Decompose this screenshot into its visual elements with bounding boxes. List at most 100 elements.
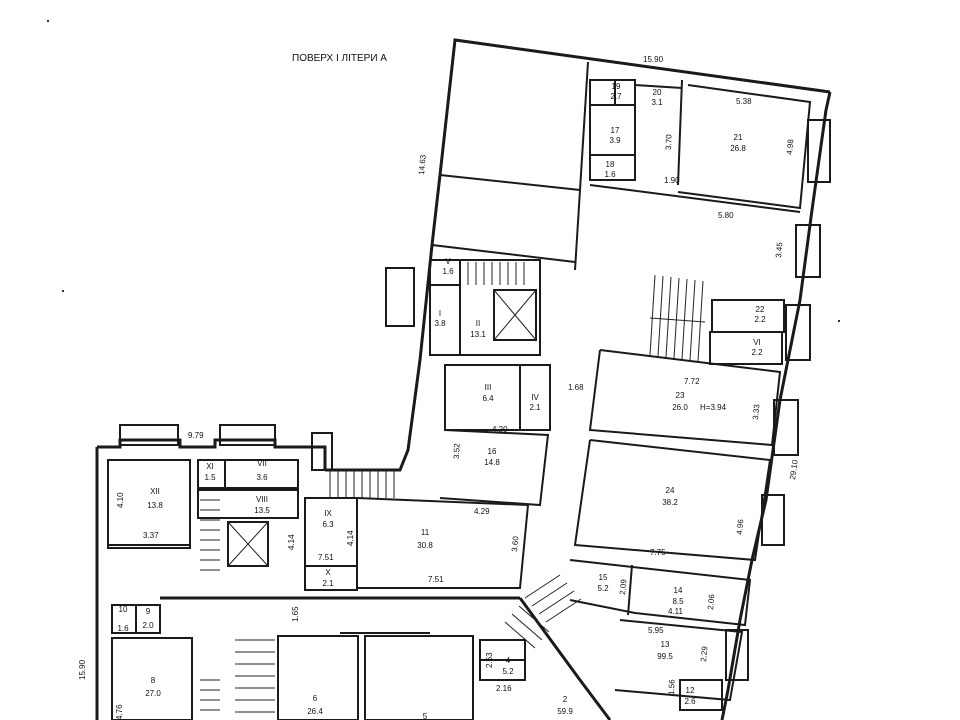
room-IX-number: IX <box>324 509 332 518</box>
dim-414-b: 4.14 <box>346 530 355 546</box>
room-12-area: 2.6 <box>684 697 696 706</box>
room-21-number: 21 <box>734 133 743 142</box>
window-bays <box>119 119 831 681</box>
room-VIII-number: VIII <box>256 495 268 504</box>
room-14-number: 14 <box>674 586 683 595</box>
dim-total-east: 29.10 <box>788 459 800 481</box>
dim-337: 3.37 <box>143 531 159 540</box>
room-8-number: 8 <box>151 676 156 685</box>
room-11-number: 11 <box>421 528 430 537</box>
room-8-area: 27.0 <box>145 689 161 698</box>
room-14-area: 8.5 <box>672 597 684 606</box>
room-15-number: 15 <box>599 573 608 582</box>
dim-751-a: 7.51 <box>318 553 334 562</box>
dim-165: 1.65 <box>291 606 300 622</box>
room-IV-area: 2.1 <box>529 403 541 412</box>
room-XII-number: XII <box>150 487 160 496</box>
dim-229: 2.29 <box>699 645 709 662</box>
room-I-number: I <box>439 309 441 318</box>
room-24-area: 38.2 <box>662 498 678 507</box>
room-19-number: 19 <box>612 82 621 91</box>
room-VII-number: VII <box>257 459 267 468</box>
room-13-area: 99.5 <box>657 652 673 661</box>
room-4-area: 5.2 <box>502 667 514 676</box>
room-9-number: 9 <box>146 607 151 616</box>
room-IV-number: IV <box>531 393 539 402</box>
room-I-area: 3.8 <box>434 319 446 328</box>
room-9-area: 2.0 <box>142 621 154 630</box>
interior-walls <box>107 61 812 720</box>
room-VIII-area: 13.5 <box>254 506 270 515</box>
room-15-area: 5.2 <box>597 584 609 593</box>
dim-left-wing: 14.63 <box>417 154 428 175</box>
room-20-number: 20 <box>653 88 662 97</box>
room-17-area: 3.9 <box>609 136 621 145</box>
room-XI-number: XI <box>206 462 214 471</box>
plan-title: ПОВЕРХ I ЛІТЕРИ А <box>292 53 387 64</box>
dim-209: 2.09 <box>618 578 628 595</box>
dim-263: 2.63 <box>485 652 494 668</box>
room-2-area: 59.9 <box>557 707 573 716</box>
dim-top-length: 15.90 <box>643 55 664 64</box>
stray-mark <box>838 320 840 322</box>
dim-410: 4.10 <box>116 492 125 508</box>
room-II-area: 13.1 <box>470 330 486 339</box>
room-21-area: 26.8 <box>730 144 746 153</box>
dim-411: 4.11 <box>668 607 684 616</box>
dim-429: 4.29 <box>474 507 490 516</box>
dim-360: 3.60 <box>510 535 520 552</box>
dim-206: 2.06 <box>706 593 716 610</box>
dim-190: 1.90 <box>664 176 680 185</box>
room-IX-area: 6.3 <box>322 520 334 529</box>
dim-345: 3.45 <box>774 241 784 258</box>
room-6-area: 26.4 <box>307 707 323 716</box>
room-2-number: 2 <box>563 695 568 704</box>
room-18-number: 18 <box>606 160 615 169</box>
room-VI-area: 2.2 <box>751 348 763 357</box>
room-V-area: 1.6 <box>442 267 454 276</box>
room-XI-area: 1.5 <box>204 473 216 482</box>
room-22-area: 2.2 <box>754 315 766 324</box>
dim-168: 1.68 <box>568 383 584 392</box>
room-II-number: II <box>476 319 480 328</box>
room-16-area: 14.8 <box>484 458 500 467</box>
room-5-number: 5 <box>423 712 428 720</box>
dim-370: 3.70 <box>664 134 674 150</box>
room-III-area: 6.4 <box>482 394 494 403</box>
room-12-number: 12 <box>686 686 695 695</box>
dim-751-b: 7.51 <box>428 575 444 584</box>
dim-979: 9.79 <box>188 431 204 440</box>
room-17-number: 17 <box>611 126 620 135</box>
room-III-number: III <box>485 383 492 392</box>
room-X-area: 2.1 <box>322 579 334 588</box>
room-X-number: X <box>325 568 331 577</box>
dim-496: 4.96 <box>735 518 745 535</box>
room-20-area: 3.1 <box>651 98 663 107</box>
room-19-area: 2.7 <box>610 92 622 101</box>
dim-352: 3.52 <box>452 443 462 459</box>
dim-580: 5.80 <box>718 211 734 220</box>
room-18-area: 1.6 <box>604 170 616 179</box>
room-10-area: 1.6 <box>117 624 129 633</box>
stray-mark <box>62 290 64 292</box>
room-23-number: 23 <box>676 391 685 400</box>
dim-333: 3.33 <box>751 403 761 420</box>
dim-156: 1.56 <box>667 679 677 695</box>
dim-216: 2.16 <box>496 684 512 693</box>
dim-775: 7.75 <box>650 548 666 557</box>
room-VI-number: VI <box>753 338 761 347</box>
room-labels: 19 2.7 20 3.1 17 3.9 18 1.6 21 26.8 V 1.… <box>117 82 766 720</box>
room-XII-area: 13.8 <box>147 501 163 510</box>
room-23-area: 26.0 <box>672 403 688 412</box>
room-22-number: 22 <box>756 305 765 314</box>
room-11-area: 30.8 <box>417 541 433 550</box>
room-13-number: 13 <box>661 640 670 649</box>
dim-420: 4.20 <box>492 425 508 434</box>
room-10-number: 10 <box>119 605 128 614</box>
dim-total-west: 15.90 <box>78 659 87 680</box>
dim-414-a: 4.14 <box>287 534 296 550</box>
room-VII-area: 3.6 <box>256 473 268 482</box>
room-24-number: 24 <box>666 486 675 495</box>
room-4-number: 4 <box>506 656 511 665</box>
dim-room21-width: 5.38 <box>736 97 752 106</box>
